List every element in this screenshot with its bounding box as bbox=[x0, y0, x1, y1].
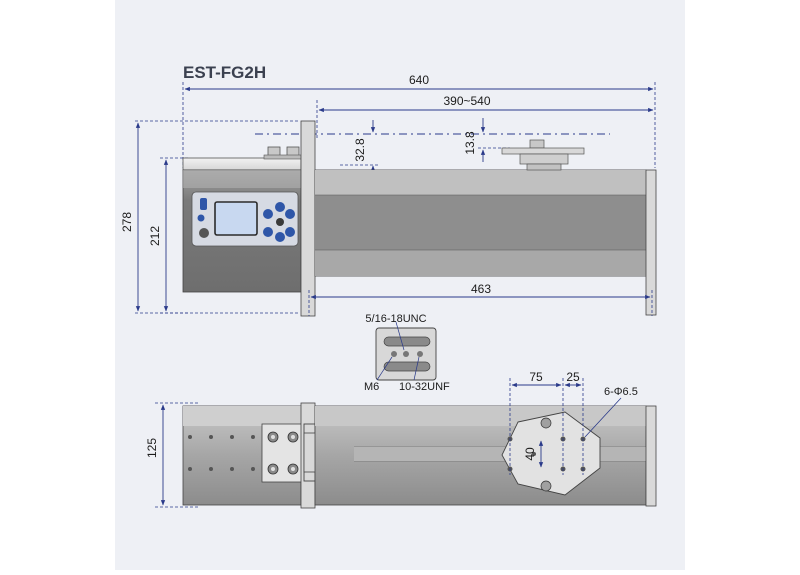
dim-spacing-c: 40 bbox=[523, 447, 537, 461]
lcd-screen bbox=[214, 201, 258, 236]
dim-inner-length: 463 bbox=[471, 282, 491, 296]
dim-height-body: 212 bbox=[148, 226, 162, 246]
thread-label-top: 5/16-18UNC bbox=[365, 313, 426, 325]
right-beam-mid bbox=[315, 195, 646, 250]
panel-button bbox=[275, 202, 285, 212]
leader-line bbox=[376, 356, 393, 381]
dim-overall-length: 640 bbox=[409, 73, 429, 87]
thread-label-right: 10-32UNF bbox=[399, 381, 450, 393]
fixture-base bbox=[526, 163, 562, 171]
dim-spacing-a: 75 bbox=[529, 370, 543, 384]
left-body-bottom-top bbox=[183, 406, 301, 426]
top-plate-left bbox=[182, 157, 302, 171]
model-title: EST-FG2H bbox=[183, 63, 266, 82]
dim-offset-left: 32.8 bbox=[353, 138, 367, 162]
panel-button bbox=[275, 232, 285, 242]
power-button bbox=[200, 198, 207, 210]
dim-width: 125 bbox=[145, 438, 159, 458]
hole-spec-label: 6-Φ6.5 bbox=[604, 386, 638, 398]
hole-unc bbox=[403, 351, 409, 357]
thread-label-left: M6 bbox=[364, 381, 379, 393]
round-button bbox=[199, 228, 209, 238]
panel-button bbox=[285, 209, 295, 219]
left-body-highlight bbox=[183, 170, 301, 188]
right-beam-bottom bbox=[315, 250, 646, 276]
right-end-plate bbox=[645, 169, 657, 316]
hole-m6 bbox=[391, 351, 397, 357]
beam-top-strip bbox=[315, 406, 646, 426]
left-bracket bbox=[300, 120, 316, 317]
right-end-plate-bottom bbox=[645, 405, 657, 507]
leader-line bbox=[395, 321, 405, 351]
fixture-base bbox=[519, 153, 569, 165]
knob-base bbox=[263, 154, 305, 160]
clamp-plate bbox=[261, 423, 305, 483]
hole-unf bbox=[417, 351, 423, 357]
dim-offset-right: 13.8 bbox=[463, 131, 477, 155]
slot-bottom bbox=[383, 361, 431, 372]
hex-fixture bbox=[501, 411, 601, 496]
bottom-view: 125 bbox=[145, 370, 657, 509]
slot-top bbox=[383, 336, 431, 347]
indicator-button bbox=[197, 214, 205, 222]
right-beam-top bbox=[315, 170, 646, 195]
fixture-plate bbox=[501, 147, 585, 155]
dim-stroke-range: 390~540 bbox=[443, 94, 490, 108]
slide-rail bbox=[354, 447, 646, 461]
leader-line bbox=[413, 356, 420, 381]
top-view: 640 390~540 32.8 13.8 278 212 bbox=[120, 73, 657, 317]
fixture-knob bbox=[529, 139, 545, 149]
dim-spacing-b: 25 bbox=[566, 370, 580, 384]
detail-view: 5/16-18UNC M6 10-32UNF bbox=[364, 313, 450, 393]
dim-height-total: 278 bbox=[120, 212, 134, 232]
panel-button bbox=[276, 218, 284, 226]
panel-button bbox=[285, 227, 295, 237]
panel-button bbox=[263, 227, 273, 237]
leader-line bbox=[584, 397, 622, 438]
panel-button bbox=[263, 209, 273, 219]
